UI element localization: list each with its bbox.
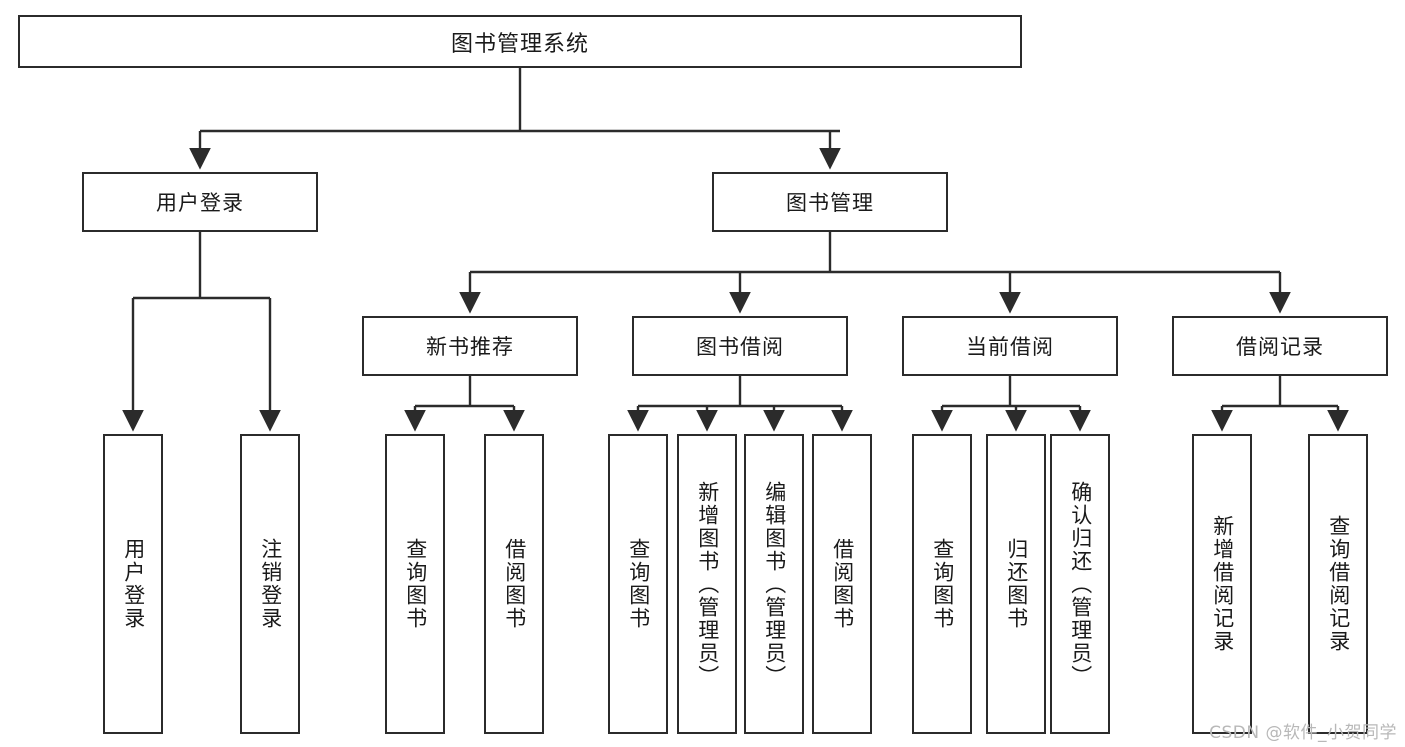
node-book-manage[interactable]: 图书管理 xyxy=(712,172,948,232)
node-leaf-logout[interactable]: 注销登录 xyxy=(240,434,300,734)
edge-userlogin-to-leaves xyxy=(122,232,281,432)
node-leaf-query-book-1-label: 查询图书 xyxy=(403,538,428,630)
node-leaf-borrow-book-1-label: 借阅图书 xyxy=(502,538,527,630)
node-book-manage-label: 图书管理 xyxy=(786,191,874,215)
node-leaf-query-book-3[interactable]: 查询图书 xyxy=(912,434,972,734)
edge-bookmanage-to-level3 xyxy=(459,232,1291,314)
node-root-label: 图书管理系统 xyxy=(450,31,589,57)
edge-borrowrecord-to-leaves xyxy=(1211,376,1349,432)
edge-currentborrow-to-leaves xyxy=(931,376,1091,432)
node-leaf-edit-book[interactable]: 编辑图书（管理员） xyxy=(744,434,804,734)
node-leaf-query-book-2-label: 查询图书 xyxy=(626,538,651,630)
edge-root-to-level2 xyxy=(189,68,841,170)
edge-bookborrow-to-leaves xyxy=(627,376,853,432)
node-current-borrow[interactable]: 当前借阅 xyxy=(902,316,1118,376)
node-leaf-user-login-label: 用户登录 xyxy=(121,538,146,630)
node-leaf-user-login[interactable]: 用户登录 xyxy=(103,434,163,734)
node-leaf-borrow-book-1[interactable]: 借阅图书 xyxy=(484,434,544,734)
node-leaf-add-record-label: 新增借阅记录 xyxy=(1210,515,1235,653)
node-new-book-rec-label: 新书推荐 xyxy=(426,335,514,359)
node-borrow-record-label: 借阅记录 xyxy=(1236,335,1324,359)
node-leaf-query-book-1[interactable]: 查询图书 xyxy=(385,434,445,734)
node-leaf-query-book-3-label: 查询图书 xyxy=(930,538,955,630)
node-leaf-add-record[interactable]: 新增借阅记录 xyxy=(1192,434,1252,734)
node-leaf-query-book-2[interactable]: 查询图书 xyxy=(608,434,668,734)
node-leaf-confirm-return-label: 确认归还（管理员） xyxy=(1068,480,1093,688)
node-leaf-add-book-label: 新增图书（管理员） xyxy=(695,480,720,688)
node-leaf-add-book[interactable]: 新增图书（管理员） xyxy=(677,434,737,734)
node-leaf-edit-book-label: 编辑图书（管理员） xyxy=(762,480,787,688)
node-user-login-label: 用户登录 xyxy=(156,191,244,215)
node-user-login[interactable]: 用户登录 xyxy=(82,172,318,232)
node-current-borrow-label: 当前借阅 xyxy=(966,335,1054,359)
node-book-borrow[interactable]: 图书借阅 xyxy=(632,316,848,376)
watermark-text: CSDN @软件_小贺同学 xyxy=(1209,723,1397,743)
node-new-book-rec[interactable]: 新书推荐 xyxy=(362,316,578,376)
node-leaf-return-book-label: 归还图书 xyxy=(1004,538,1029,630)
node-leaf-query-record-label: 查询借阅记录 xyxy=(1326,515,1351,653)
node-book-borrow-label: 图书借阅 xyxy=(696,335,784,359)
node-leaf-confirm-return[interactable]: 确认归还（管理员） xyxy=(1050,434,1110,734)
node-root[interactable]: 图书管理系统 xyxy=(18,15,1022,68)
node-leaf-borrow-book-2[interactable]: 借阅图书 xyxy=(812,434,872,734)
edge-newbook-to-leaves xyxy=(404,376,525,432)
node-leaf-query-record[interactable]: 查询借阅记录 xyxy=(1308,434,1368,734)
node-leaf-borrow-book-2-label: 借阅图书 xyxy=(830,538,855,630)
node-leaf-logout-label: 注销登录 xyxy=(258,538,283,630)
node-leaf-return-book[interactable]: 归还图书 xyxy=(986,434,1046,734)
node-borrow-record[interactable]: 借阅记录 xyxy=(1172,316,1388,376)
